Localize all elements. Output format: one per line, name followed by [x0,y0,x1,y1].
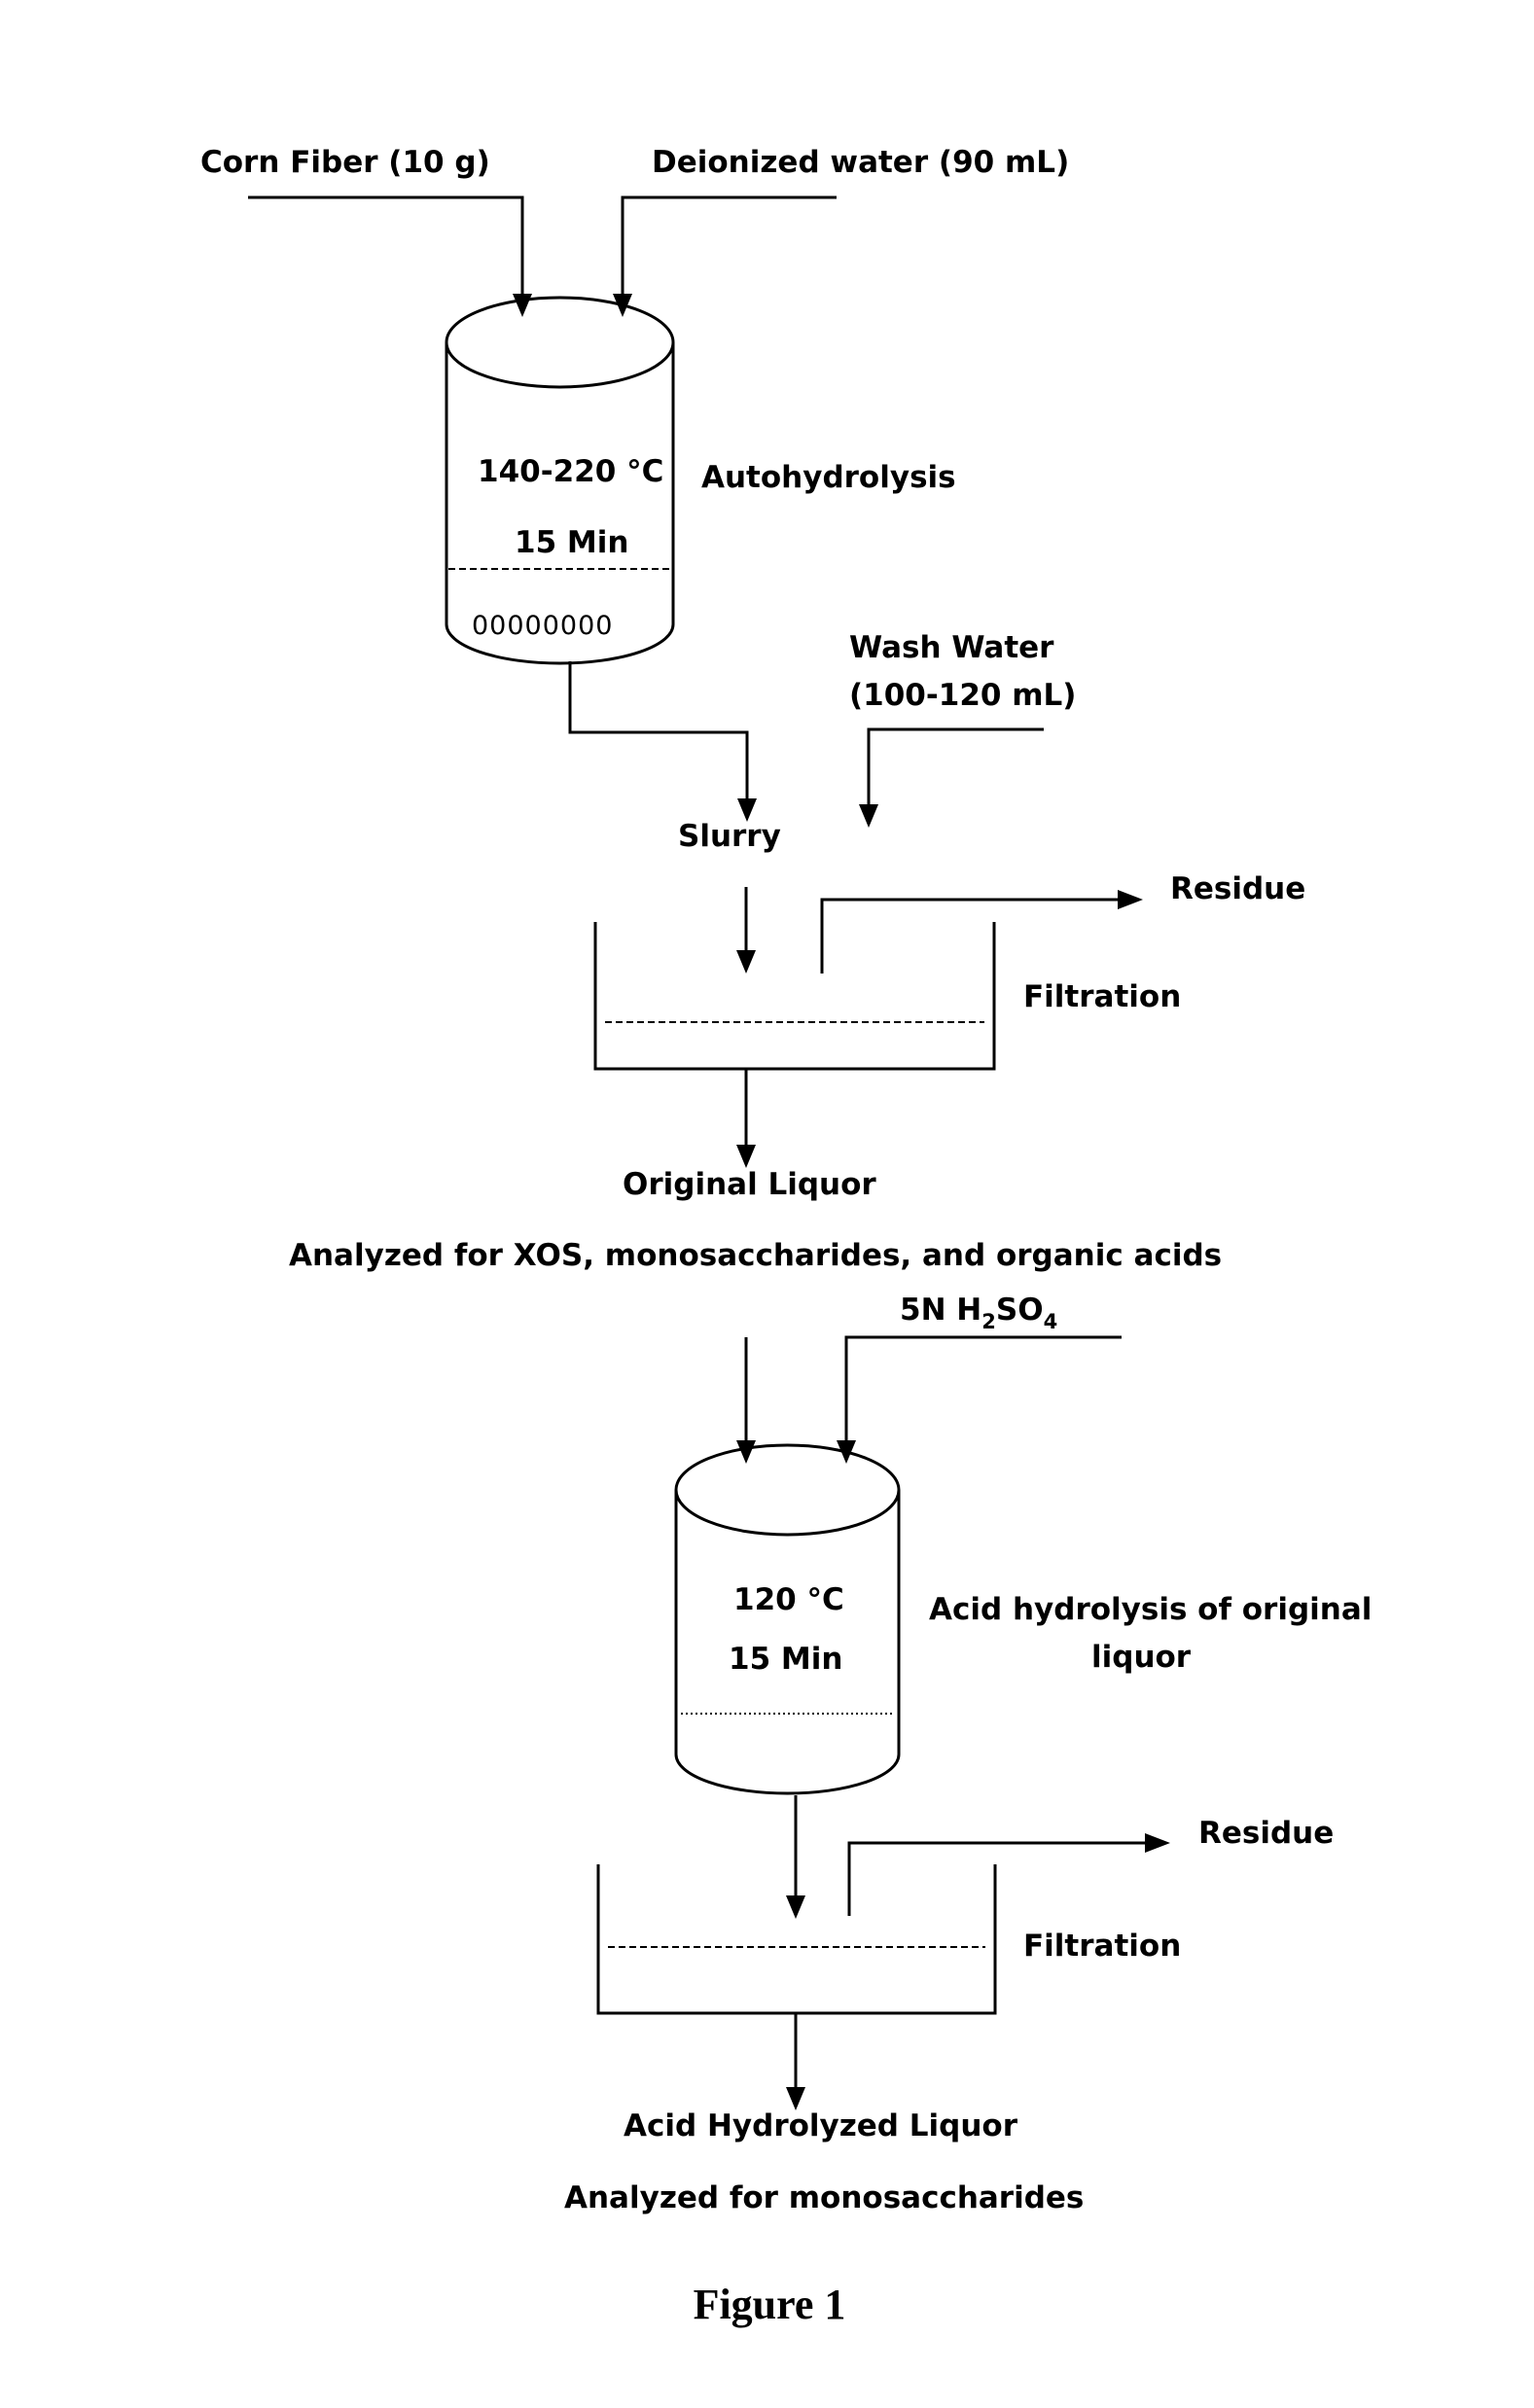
residue2-label: Residue [1198,1816,1334,1851]
filtration2-label: Filtration [1023,1929,1181,1964]
acid-hydrolysis-label-line1: Acid hydrolysis of original [929,1592,1372,1627]
wash-water-arrow [859,729,1044,828]
wash-water-label-line1: Wash Water [849,630,1054,665]
acid-feed-arrow [837,1337,1122,1464]
slurry-label: Slurry [678,819,781,854]
corn-fiber-label: Corn Fiber (10 g) [200,145,490,180]
figure-caption: Figure 1 [694,2281,846,2328]
autohydrolysis-label: Autohydrolysis [701,460,956,495]
acid-hydrolyzed-liquor-label: Acid Hydrolyzed Liquor [624,2108,1018,2143]
analysis1-label: Analyzed for XOS, monosaccharides, and o… [289,1238,1222,1273]
acid-hydrolysis-label-line2: liquor [1091,1640,1192,1675]
wash-water-label-line2: (100-120 mL) [849,678,1076,713]
filter1-outlet-arrow [736,1069,756,1168]
reactor1-outlet-arrow [570,661,757,822]
slurry-to-filter-arrow [736,887,756,974]
corn-fiber-feed-arrow [248,197,532,317]
acid-hydrolysis-reactor [676,1445,899,1793]
reactor1-time: 15 Min [515,525,628,560]
original-liquor-label: Original Liquor [623,1167,876,1202]
reactor2-time: 15 Min [729,1642,842,1677]
reactor1-temperature: 140-220 °C [478,454,663,489]
deionized-water-feed-arrow [613,197,837,317]
acid-label: 5N H2SO4 [900,1293,1057,1333]
filtration1-vessel [595,922,994,1069]
reactor2-temperature: 120 °C [733,1582,844,1617]
residue1-arrow [822,890,1143,974]
analysis2-label: Analyzed for monosaccharides [564,2180,1084,2215]
residue1-label: Residue [1170,871,1305,906]
liquor-feed-arrow [736,1337,756,1464]
reactor1-beads: 00000000 [472,611,613,641]
deionized-water-label: Deionized water (90 mL) [652,145,1069,180]
filter2-outlet-arrow [786,2013,805,2110]
reactor2-outlet-arrow [786,1795,805,1919]
residue2-arrow [849,1833,1170,1916]
filtration1-label: Filtration [1023,979,1181,1014]
